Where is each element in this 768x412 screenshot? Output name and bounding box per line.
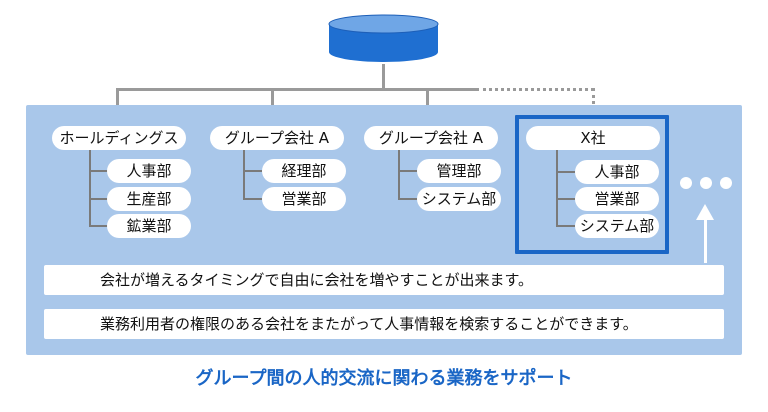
company-1-dept-tick bbox=[89, 198, 108, 200]
company-4-dept-connector bbox=[556, 150, 558, 226]
note-add-companies: 会社が増えるタイミングで自由に会社を増やすことが出来ます。 bbox=[44, 265, 724, 295]
company-2-dept-tick bbox=[243, 170, 262, 172]
company-4-dept-tick bbox=[556, 171, 575, 173]
company-3-dept-connector bbox=[398, 150, 400, 199]
department-node: 営業部 bbox=[575, 187, 659, 211]
department-node: 管理部 bbox=[417, 159, 501, 183]
company-4-dept-tick bbox=[556, 198, 575, 200]
company-node-x: X社 bbox=[526, 126, 660, 150]
note-cross-company-search: 業務利用者の権限のある会社をまたがって人事情報を検索することができます。 bbox=[44, 309, 724, 339]
department-node: システム部 bbox=[417, 187, 501, 211]
department-node: 人事部 bbox=[107, 159, 191, 183]
company-2-dept-connector bbox=[243, 150, 245, 199]
company-3-dept-tick bbox=[398, 198, 417, 200]
company-2-dept-tick bbox=[243, 198, 262, 200]
db-branch-line bbox=[116, 88, 476, 91]
department-node: 鉱業部 bbox=[107, 214, 191, 238]
department-node: システム部 bbox=[575, 214, 659, 238]
company-1-dept-tick bbox=[89, 170, 108, 172]
company-node-group-a-2: グループ会社 A bbox=[364, 126, 498, 150]
company-4-dept-tick bbox=[556, 225, 575, 227]
department-node: 経理部 bbox=[262, 159, 346, 183]
diagram-caption: グループ間の人的交流に関わる業務をサポート bbox=[195, 368, 573, 389]
company-node-holdings: ホールディングス bbox=[52, 126, 186, 150]
database-icon bbox=[328, 14, 439, 62]
company-3-dept-tick bbox=[398, 170, 417, 172]
department-node: 生産部 bbox=[107, 187, 191, 211]
db-dotted-branch-line bbox=[476, 88, 594, 91]
company-1-dept-tick bbox=[89, 225, 108, 227]
department-node: 人事部 bbox=[575, 160, 659, 184]
company-node-group-a: グループ会社 A bbox=[210, 126, 344, 150]
department-node: 営業部 bbox=[262, 187, 346, 211]
new-company-highlight-frame bbox=[515, 115, 669, 254]
arrow-up-shaft bbox=[704, 218, 707, 263]
db-trunk-line bbox=[382, 64, 385, 90]
more-companies-ellipsis-icon bbox=[680, 177, 756, 193]
company-1-dept-connector bbox=[89, 150, 91, 226]
arrow-up-icon bbox=[696, 204, 714, 220]
